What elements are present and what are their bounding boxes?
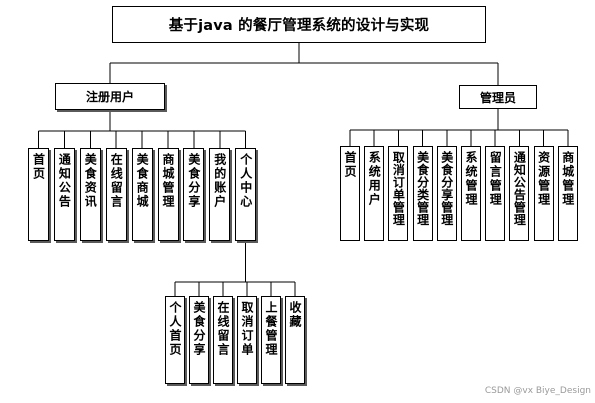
administrator-module-label: 商城管理 — [560, 151, 575, 207]
personal-center-module-label: 个人首页 — [168, 301, 182, 357]
registered-user-module: 在线留言 — [105, 148, 127, 241]
administrator-module-label: 资源管理 — [536, 151, 551, 207]
registered-user-module: 通知公告 — [53, 148, 75, 241]
administrator-module: 资源管理 — [533, 146, 554, 241]
administrator-module-label: 首页 — [343, 151, 357, 179]
registered-user-module: 美食商城 — [131, 148, 153, 241]
administrator-module: 美食分类管理 — [412, 146, 433, 241]
administrator-module: 取消订单管理 — [388, 146, 409, 241]
registered-user-module: 我的账户 — [209, 148, 231, 241]
registered-user-module-label: 个人中心 — [238, 153, 253, 209]
administrator-module: 留言管理 — [485, 146, 506, 241]
registered-user-module-label: 通知公告 — [57, 153, 72, 209]
administrator-module: 美食分享管理 — [436, 146, 457, 241]
diagram-title: 基于java 的餐厅管理系统的设计与实现 — [112, 6, 486, 43]
administrator-module: 首页 — [340, 146, 360, 241]
personal-center-module-label: 在线留言 — [216, 301, 230, 357]
registered-user-module: 美食资讯 — [79, 148, 101, 241]
personal-center-module: 个人首页 — [165, 296, 185, 384]
administrator-module: 商城管理 — [557, 146, 578, 241]
administrator-module-label: 取消订单管理 — [391, 151, 406, 226]
personal-center-module-label: 上餐管理 — [264, 301, 278, 357]
personal-center-module: 取消订单 — [237, 296, 257, 384]
administrator-module-label: 美食分享管理 — [439, 151, 454, 226]
registered-user-module-label: 美食分享 — [186, 153, 201, 209]
personal-center-module: 在线留言 — [213, 296, 233, 384]
registered-user-module: 美食分享 — [183, 148, 205, 241]
personal-center-module-label: 取消订单 — [240, 301, 254, 357]
administrator-module-label: 系统管理 — [464, 151, 478, 207]
administrator-module: 系统用户 — [364, 146, 385, 241]
watermark: CSDN @vx Biye_Design — [484, 386, 591, 396]
registered-user-module-label: 美食资讯 — [83, 153, 98, 209]
registered-user-module-label: 商城管理 — [161, 153, 175, 209]
group-administrator: 管理员 — [459, 85, 537, 109]
administrator-module: 通知公告管理 — [509, 146, 530, 241]
administrator-module-label: 通知公告管理 — [512, 151, 527, 226]
registered-user-module-label: 我的账户 — [212, 153, 227, 209]
registered-user-module: 个人中心 — [235, 148, 257, 241]
registered-user-module-label: 在线留言 — [109, 153, 124, 209]
administrator-module-label: 系统用户 — [367, 151, 382, 207]
registered-user-module-label: 首页 — [31, 153, 46, 181]
group-registered-user: 注册用户 — [55, 83, 165, 110]
administrator-module-label: 留言管理 — [488, 151, 503, 207]
registered-user-module: 商城管理 — [157, 148, 179, 241]
registered-user-module-label: 美食商城 — [135, 153, 150, 209]
personal-center-module-label: 美食分享 — [192, 301, 206, 357]
personal-center-module: 上餐管理 — [261, 296, 281, 384]
personal-center-module: 收藏 — [285, 296, 305, 384]
administrator-module: 系统管理 — [461, 146, 481, 241]
personal-center-module-label: 收藏 — [288, 301, 302, 329]
administrator-module-label: 美食分类管理 — [415, 151, 430, 226]
personal-center-module: 美食分享 — [189, 296, 209, 384]
registered-user-module: 首页 — [28, 148, 49, 241]
